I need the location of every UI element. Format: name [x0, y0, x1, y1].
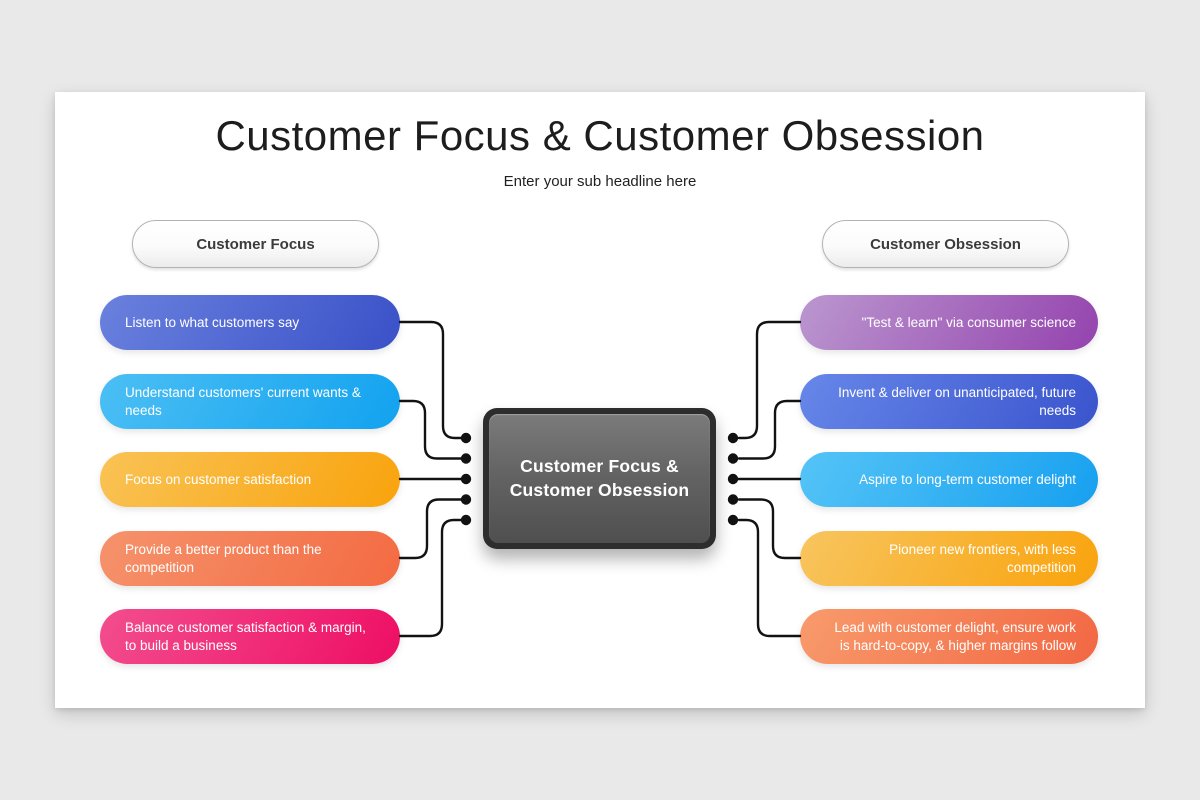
diagram-node-understand: Understand customers' current wants & ne…	[100, 374, 400, 429]
diagram-node-label: Balance customer satisfaction & margin, …	[125, 619, 366, 653]
diagram-node-better-product: Provide a better product than the compet…	[100, 531, 400, 586]
diagram-node-label: Pioneer new frontiers, with less competi…	[889, 541, 1076, 575]
diagram-node-test-learn: "Test & learn" via consumer science	[800, 295, 1098, 350]
diagram-node-lead-delight: Lead with customer delight, ensure work …	[800, 609, 1098, 664]
diagram-node-label: Provide a better product than the compet…	[125, 541, 322, 575]
left-group-header: Customer Focus	[132, 220, 379, 268]
diagram-node-pioneer-frontiers: Pioneer new frontiers, with less competi…	[800, 531, 1098, 586]
diagram-node-balance-margin: Balance customer satisfaction & margin, …	[100, 609, 400, 664]
diagram-node-label: Invent & deliver on unanticipated, futur…	[838, 384, 1076, 418]
diagram-node-label: Listen to what customers say	[125, 314, 300, 330]
right-group-header-label: Customer Obsession	[870, 235, 1021, 253]
center-node-label-line1: Customer Focus &	[520, 455, 679, 476]
diagram-node-longterm-delight: Aspire to long-term customer delight	[800, 452, 1098, 507]
page-title: Customer Focus & Customer Obsession	[215, 112, 985, 159]
center-node-face: Customer Focus & Customer Obsession	[489, 414, 710, 543]
page-subtitle: Enter your sub headline here	[503, 173, 697, 190]
diagram-node-label: "Test & learn" via consumer science	[861, 314, 1076, 330]
left-group-header-label: Customer Focus	[196, 235, 315, 253]
diagram-node-label: Lead with customer delight, ensure work …	[834, 619, 1076, 653]
diagram-node-label: Understand customers' current wants & ne…	[125, 384, 361, 418]
diagram-node-listen: Listen to what customers say	[100, 295, 400, 350]
diagram-node-focus-satisfaction: Focus on customer satisfaction	[100, 452, 400, 507]
right-group-header: Customer Obsession	[822, 220, 1069, 268]
center-node: Customer Focus & Customer Obsession	[483, 408, 716, 549]
diagram-node-label: Focus on customer satisfaction	[125, 471, 312, 487]
diagram-node-invent-deliver: Invent & deliver on unanticipated, futur…	[800, 374, 1098, 429]
diagram-node-label: Aspire to long-term customer delight	[859, 471, 1076, 487]
center-node-label-line2: Customer Obsession	[509, 479, 690, 500]
